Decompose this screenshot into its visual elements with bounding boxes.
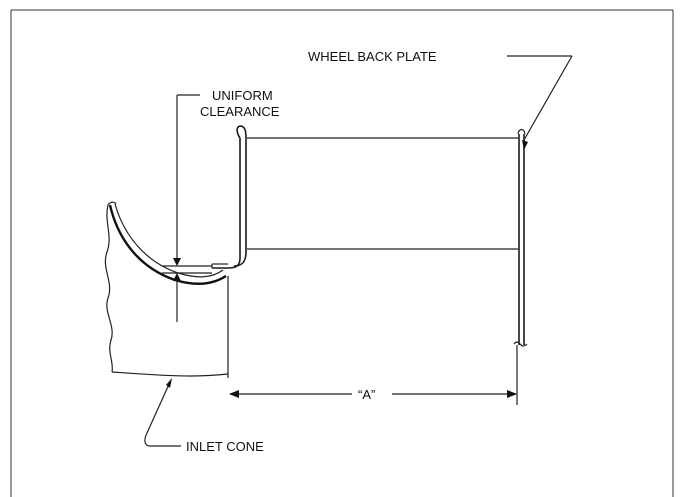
inlet-cone-flare-outer — [108, 204, 227, 285]
inlet-cone-break-line — [104, 204, 113, 373]
dimension-a-arrow-right — [507, 390, 517, 398]
fan-wheel — [211, 125, 528, 347]
wheel-back-plate-leader — [507, 55, 573, 150]
inlet-cone-leader — [144, 378, 181, 447]
inlet-cone-flare-tip — [107, 201, 117, 206]
clearance-arrow-bottom — [173, 273, 181, 281]
inlet-cone-bottom-edge — [111, 371, 229, 377]
dimension-a-arrow-left — [229, 390, 239, 398]
label-inlet-cone: INLET CONE — [186, 439, 264, 454]
back-plate-break — [513, 341, 528, 347]
label-clearance: CLEARANCE — [200, 104, 280, 119]
shroud-lip — [236, 125, 247, 139]
back-plate-top-cap — [517, 128, 526, 135]
dimension-a — [229, 345, 518, 405]
inlet-cone — [104, 201, 229, 378]
shroud-bend-inner — [233, 251, 247, 267]
frame-border — [10, 9, 674, 497]
label-uniform: UNIFORM — [212, 88, 273, 103]
label-dimension-a: “A” — [358, 387, 375, 402]
inlet-cone-flare-inner — [114, 203, 224, 278]
clearance-arrow-top — [173, 258, 181, 266]
clearance-dimension — [162, 94, 212, 322]
label-wheel-back-plate: WHEEL BACK PLATE — [308, 49, 437, 64]
